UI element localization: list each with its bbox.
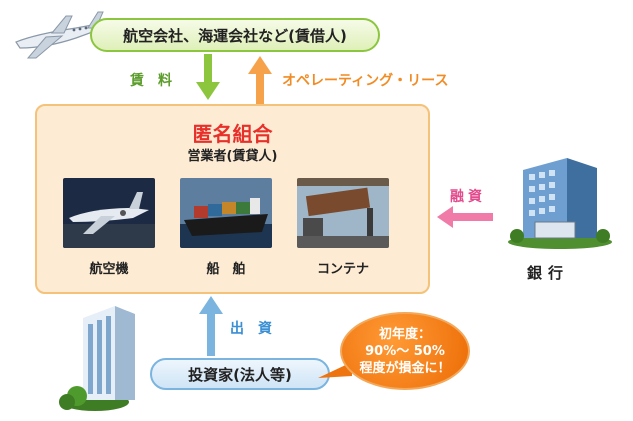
asset-label-ship: 船 舶 bbox=[206, 262, 246, 277]
container-photo bbox=[297, 178, 389, 248]
lessee-label: 航空会社、海運会社など(賃借人) bbox=[123, 26, 347, 45]
financing-arrow bbox=[437, 206, 493, 228]
ship-photo bbox=[180, 178, 272, 248]
asset-label-aircraft: 航空機 bbox=[89, 262, 129, 277]
airplane-icon bbox=[15, 11, 104, 59]
investment-label: 出 資 bbox=[230, 321, 272, 337]
partnership-title: 匿名組合 bbox=[192, 122, 273, 146]
aircraft-photo bbox=[63, 178, 155, 248]
lease-label: オペレーティング・リース bbox=[282, 73, 449, 89]
callout-line3: 程度が損金に！ bbox=[359, 360, 451, 376]
asset-label-container: コンテナ bbox=[316, 262, 369, 277]
lease-arrow bbox=[248, 56, 272, 104]
investor-box: 投資家(法人等) bbox=[150, 358, 330, 390]
callout-line2: 90%～ 50% bbox=[365, 343, 445, 359]
financing-label: 融資 bbox=[450, 189, 486, 205]
rent-label: 賃 料 bbox=[130, 73, 172, 89]
investor-building-icon bbox=[59, 306, 135, 411]
investment-arrow bbox=[199, 296, 223, 356]
investor-label: 投資家(法人等) bbox=[188, 365, 292, 384]
callout-line1: 初年度： bbox=[378, 326, 431, 342]
rent-arrow bbox=[196, 54, 220, 100]
partnership-subtitle: 営業者(賃貸人) bbox=[187, 149, 278, 164]
callout-tail bbox=[318, 362, 352, 378]
lessee-box: 航空会社、海運会社など(賃借人) bbox=[90, 18, 380, 52]
bank-label: 銀行 bbox=[527, 264, 570, 282]
bank-building-icon bbox=[508, 158, 612, 249]
callout-bubble: 初年度： 90%～ 50% 程度が損金に！ bbox=[340, 312, 470, 390]
